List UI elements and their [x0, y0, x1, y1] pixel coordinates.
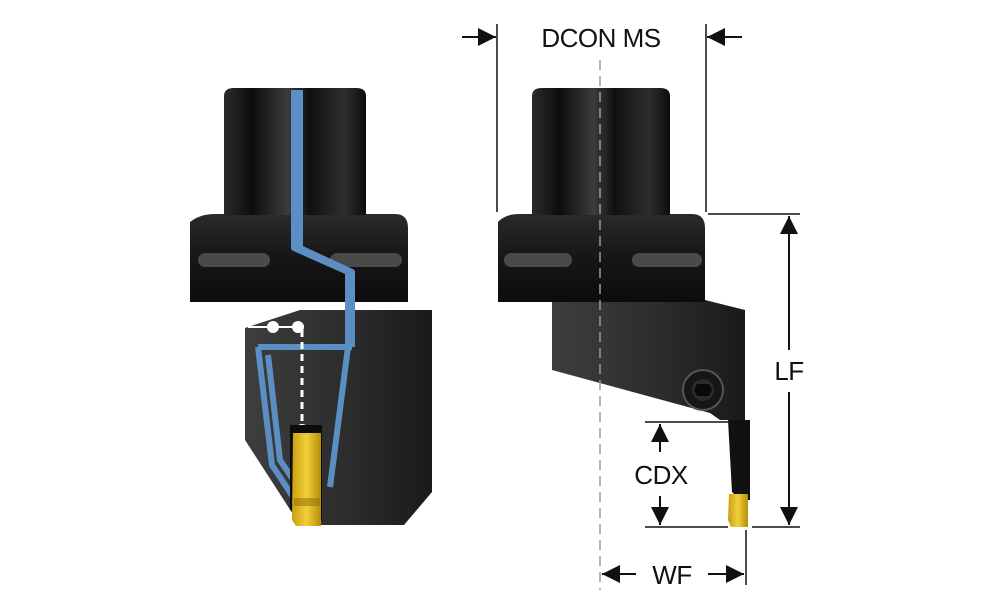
- right-flange: [498, 214, 705, 302]
- right-flange-slot-left: [504, 253, 572, 267]
- right-blade: [728, 420, 750, 500]
- right-flange-slot-right: [632, 253, 702, 267]
- cutting-insert-left-icon: [292, 433, 321, 526]
- wf-label: WF: [652, 560, 691, 590]
- cutting-insert-right-icon: [728, 494, 748, 527]
- left-ref-dot-2: [292, 321, 304, 333]
- right-shank: [532, 88, 670, 215]
- lf-label: LF: [774, 356, 803, 386]
- toolholder-right-view: [498, 88, 750, 527]
- clamp-screw-icon: [682, 369, 724, 411]
- left-flange-slot-left: [198, 253, 270, 267]
- left-flange-slot-right: [330, 253, 402, 267]
- dimension-annotations: DCON MS LF CDX WF: [462, 23, 804, 590]
- cdx-label: CDX: [634, 460, 688, 490]
- toolholder-left-view: [190, 88, 432, 526]
- dcon-label: DCON MS: [541, 23, 660, 53]
- left-ref-dot-1: [267, 321, 279, 333]
